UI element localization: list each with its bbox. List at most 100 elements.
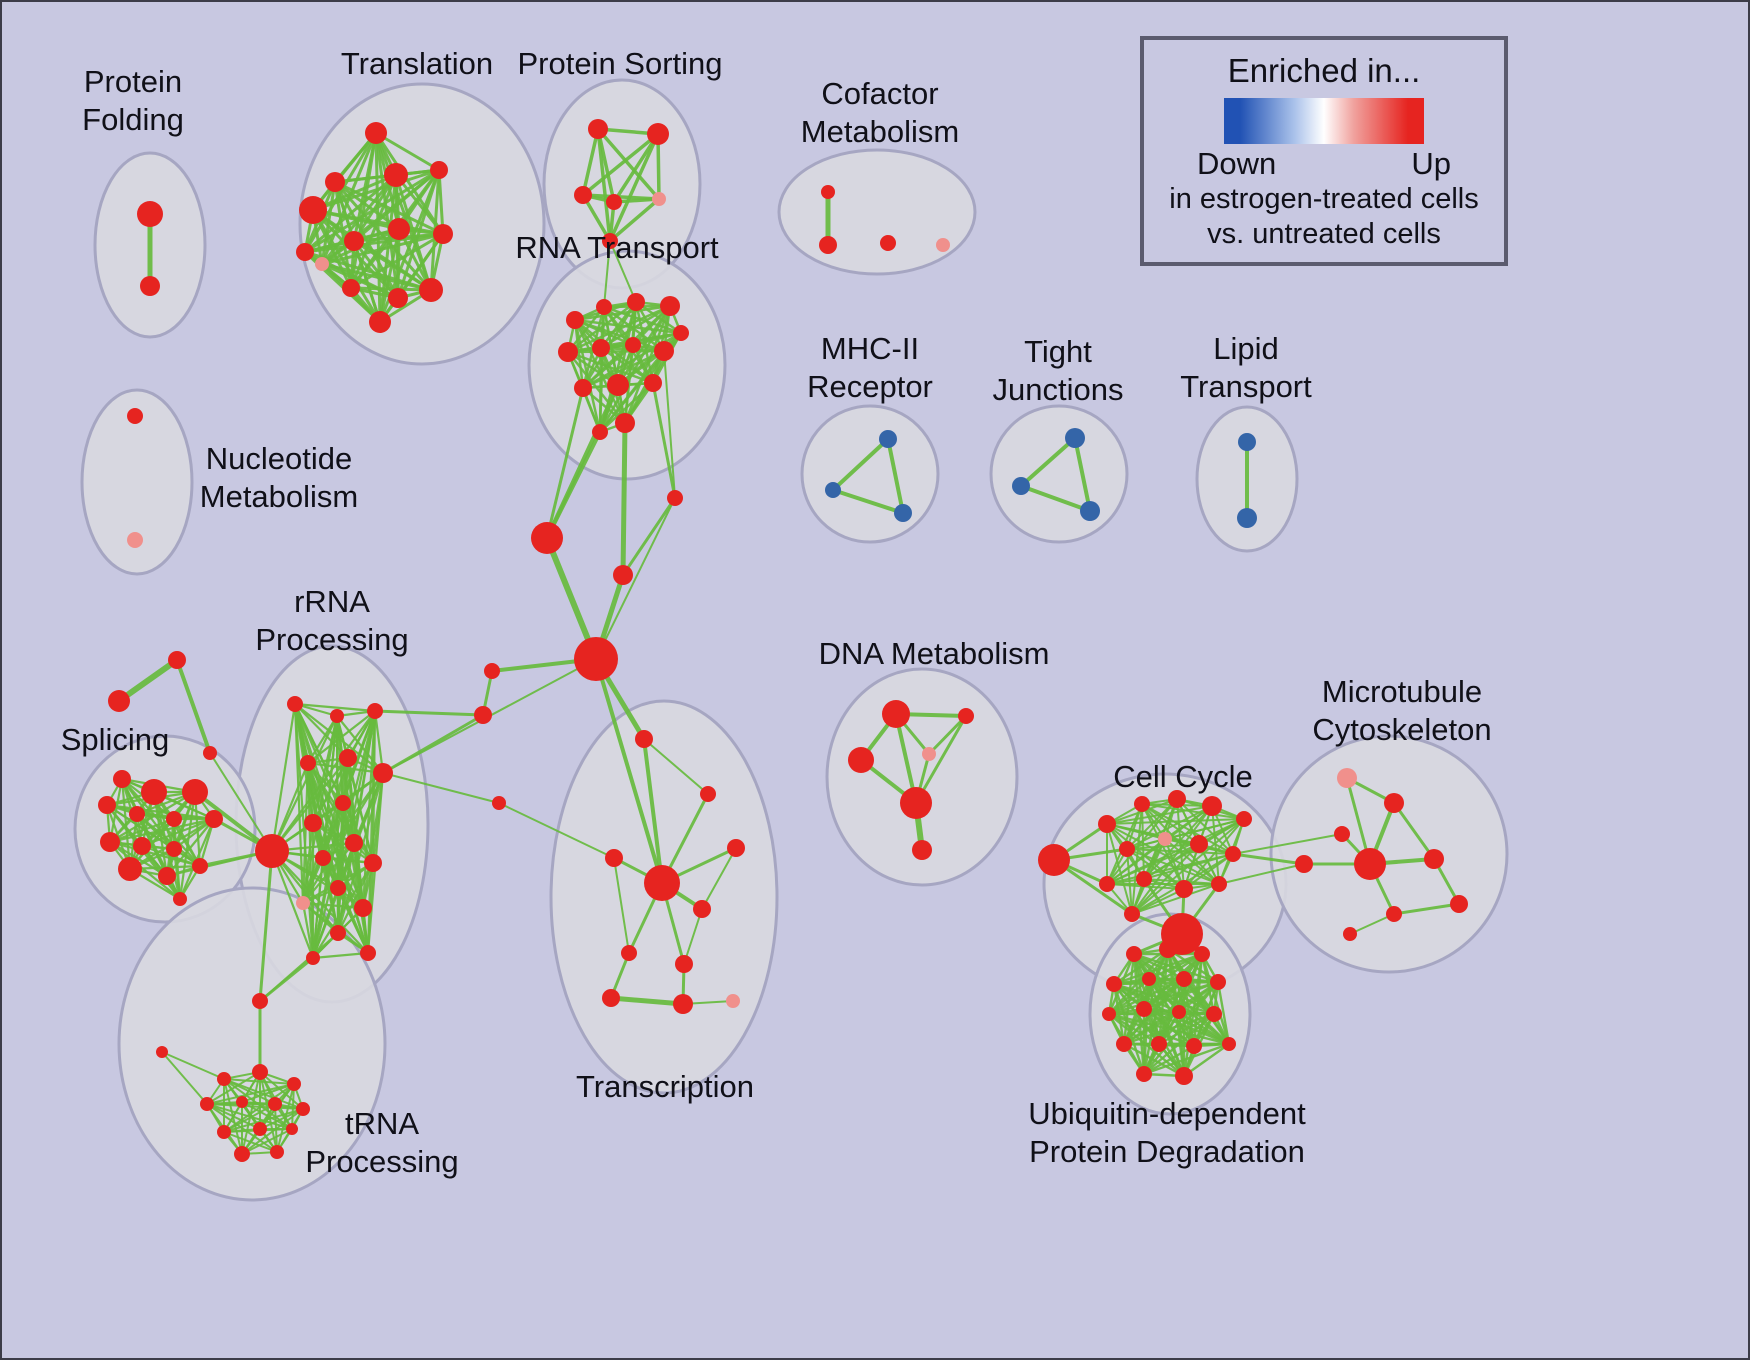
edge-tr9-tr10 [320,232,445,266]
node-tj2 [1012,477,1030,495]
cluster-mhc-ii-receptor [800,404,940,544]
node-ps4 [606,194,622,210]
edge-rr7-rr17 [270,849,315,960]
node-tr9 [433,224,453,244]
cluster-label-splicing: Splicing [61,722,170,757]
edge-mt8-mt9 [1349,913,1395,935]
edge-rr12-rr16 [336,861,375,935]
node-ub12 [1116,1036,1132,1052]
node-rt5 [673,325,689,341]
node-tx10 [673,994,693,1014]
edge-tj1-tj3 [1073,436,1092,513]
edge-cc10-mt4 [1231,852,1306,866]
node-tr7 [344,231,364,251]
edge-rt9-rt13 [623,349,666,425]
node-tx5 [605,849,623,867]
node-t3 [203,746,217,760]
edge-t1-t2 [116,657,180,704]
edge-sp8-sp13 [108,840,202,868]
edge-ub12-ub17 [1122,1042,1186,1078]
node-t1 [168,651,186,669]
edge-ub6-ub9 [1142,977,1186,1011]
node-tp11 [234,1146,250,1162]
node-sp1 [113,770,131,788]
edge-mt7-mt8 [1392,902,1461,916]
node-tr11 [342,279,360,297]
edge-tr11-tr13 [349,286,433,292]
edge-cc5-cc7 [1126,805,1213,850]
node-dm2 [958,708,974,724]
node-sp14 [173,892,187,906]
node-cc10 [1225,846,1241,862]
node-mh3 [894,504,912,522]
node-ub6 [1176,971,1192,987]
edge-sp8-sp12 [108,840,169,878]
node-tx2 [700,786,716,802]
edge-ps2-ps6 [608,132,660,243]
node-ub15 [1222,1037,1236,1051]
edge-x7-tx5 [498,802,615,859]
node-x7 [492,796,506,810]
node-tp8 [217,1125,231,1139]
edge-rr4-rr14 [301,761,310,905]
edge-cc14-mt4 [1218,863,1305,885]
node-rt10 [574,379,592,397]
edge-tr5-tr6 [303,168,441,254]
node-mh2 [825,482,841,498]
edge-ps5-ps6 [608,197,661,243]
edge-tr9-tr11 [349,232,445,290]
edge-rt4-rt7 [599,304,672,350]
edge-ps2-ps3 [581,132,660,197]
node-cm3 [880,235,896,251]
edge-tp7-tp8 [223,1108,304,1133]
edge-tp2-tp4 [206,1071,261,1105]
edge-rr14-rr17 [301,901,315,960]
node-ub13 [1151,1036,1167,1052]
legend-title: Enriched in... [1227,52,1421,89]
legend-gradient-bar [1224,98,1424,144]
node-tp2 [252,1064,268,1080]
edge-tp0-rr7 [258,849,274,1003]
edge-cc14-cc15 [1131,883,1220,915]
node-cc12 [1136,871,1152,887]
node-cc9 [1190,835,1208,853]
edge-tx5-tx7 [613,857,630,954]
edge-rt3-rt6 [566,300,638,354]
node-ub4 [1106,976,1122,992]
edge-tx3-tx6 [701,847,737,910]
edge-mh2-mh3 [831,488,905,515]
node-tj1 [1065,428,1085,448]
node-ub16 [1136,1066,1152,1082]
legend-down-label: Down [1197,146,1277,181]
edge-sp8-sp14 [108,840,182,901]
edge-rr12-rr17 [311,861,375,960]
node-mt8 [1386,906,1402,922]
edge-rr6-rr15 [361,771,385,910]
node-rt13 [615,413,635,433]
edge-cc10-mt3 [1232,833,1343,855]
node-sp10 [166,841,182,857]
edge-cc5-cc14 [1211,805,1220,885]
edge-mh1-mh3 [886,437,905,515]
node-tx6 [693,900,711,918]
node-ps2 [647,123,669,145]
node-rr17 [306,951,320,965]
node-rr11 [315,850,331,866]
node-dm1 [882,700,910,728]
node-tr14 [369,311,391,333]
node-tx1 [635,730,653,748]
node-dm3 [848,747,874,773]
node-rr10 [345,834,363,852]
edge-tr4-tr6 [303,173,398,254]
node-cc7 [1119,841,1135,857]
cluster-label-protein-sorting: Protein Sorting [517,46,722,81]
cluster-label-dna-metabolism: DNA Metabolism [819,636,1050,671]
cluster-nucleotide-metabolism [80,388,194,576]
edge-sp7-sp9 [140,817,216,848]
node-rr6 [373,763,393,783]
node-cc1 [1038,844,1070,876]
node-tr10 [315,257,329,271]
edge-tp7-tp11 [241,1108,304,1155]
edge-tr8-tr12 [396,227,401,300]
